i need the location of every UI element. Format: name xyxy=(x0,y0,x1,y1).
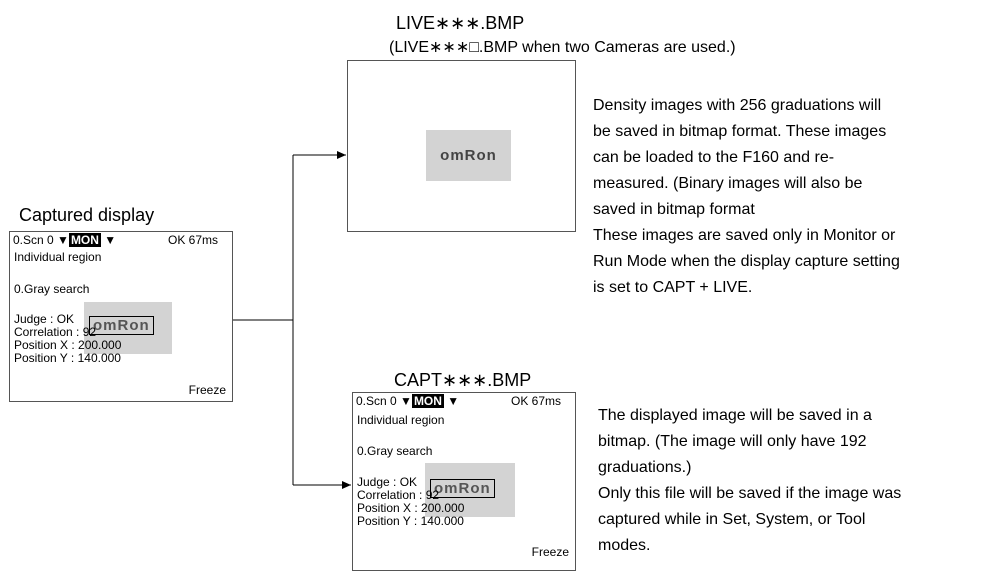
captured-display-screen: 0.Scn 0 ▼MON ▼ OK 67ms Individual region… xyxy=(9,231,233,402)
capt-desc-line: captured while in Set, System, or Tool xyxy=(598,511,866,528)
captured-display-title: Captured display xyxy=(19,205,155,225)
capt-description: The displayed image will be saved in a b… xyxy=(598,403,901,559)
position-y-line: Position Y : 140.000 xyxy=(357,514,464,528)
scene-label: 0.Scn 0 xyxy=(13,233,54,247)
live-desc-line: is set to CAPT + LIVE. xyxy=(593,279,753,296)
live-image-preview: omRon xyxy=(347,60,576,232)
judge-line: Judge : OK xyxy=(14,312,75,326)
capt-logo: omRon xyxy=(430,479,495,498)
capt-desc-line: Only this file will be saved if the imag… xyxy=(598,485,902,502)
position-x-line: Position X : 200.000 xyxy=(14,338,122,352)
region-label: Individual region xyxy=(357,413,445,427)
live-desc-line: These images are saved only in Monitor o… xyxy=(593,227,896,244)
down-triangle-icon: ▼ xyxy=(57,233,69,247)
item-label: 0.Gray search xyxy=(14,282,90,296)
status-text: OK 67ms xyxy=(168,233,219,247)
capt-desc-line: bitmap. (The image will only have 192 xyxy=(598,433,867,450)
capt-gray-region xyxy=(425,463,515,517)
capt-display-screen: 0.Scn 0 ▼MON ▼ OK 67ms Individual region… xyxy=(352,392,576,571)
correlation-line: Correlation : 92 xyxy=(14,325,97,339)
freeze-label: Freeze xyxy=(188,383,226,397)
live-file-title: LIVE∗∗∗.BMP xyxy=(396,13,525,33)
item-label: 0.Gray search xyxy=(357,444,433,458)
live-desc-line: Density images with 256 graduations will xyxy=(593,97,882,114)
scene-label: 0.Scn 0 xyxy=(356,394,397,408)
live-file-subtitle: (LIVE∗∗∗□.BMP when two Cameras are used.… xyxy=(389,39,736,56)
status-text: OK 67ms xyxy=(511,394,562,408)
judge-line: Judge : OK xyxy=(357,475,418,489)
capt-desc-line: The displayed image will be saved in a xyxy=(598,407,872,424)
position-x-line: Position X : 200.000 xyxy=(357,501,465,515)
captured-gray-region xyxy=(84,302,172,354)
live-desc-line: measured. (Binary images will also be xyxy=(593,175,863,192)
live-description: Density images with 256 graduations will… xyxy=(593,93,900,301)
live-desc-line: be saved in bitmap format. These images xyxy=(593,123,887,140)
down-triangle-icon: ▼ xyxy=(447,394,460,408)
live-desc-line: can be loaded to the F160 and re- xyxy=(593,149,835,166)
live-desc-line: saved in bitmap format xyxy=(593,201,755,218)
region-label: Individual region xyxy=(14,250,102,264)
freeze-label: Freeze xyxy=(531,545,569,559)
down-triangle-icon: ▼ xyxy=(104,233,117,247)
mode-badge: MON xyxy=(411,394,444,408)
captured-logo: omRon xyxy=(89,316,154,335)
mode-badge: MON xyxy=(68,233,101,247)
capt-file-title: CAPT∗∗∗.BMP xyxy=(394,370,532,390)
capt-desc-line: modes. xyxy=(598,537,651,554)
position-y-line: Position Y : 140.000 xyxy=(14,351,121,365)
live-logo: omRon xyxy=(426,130,511,181)
live-desc-line: Run Mode when the display capture settin… xyxy=(593,253,900,270)
correlation-line: Correlation : 92 xyxy=(357,488,440,502)
down-triangle-icon: ▼ xyxy=(400,394,412,408)
capt-desc-line: graduations.) xyxy=(598,459,692,476)
